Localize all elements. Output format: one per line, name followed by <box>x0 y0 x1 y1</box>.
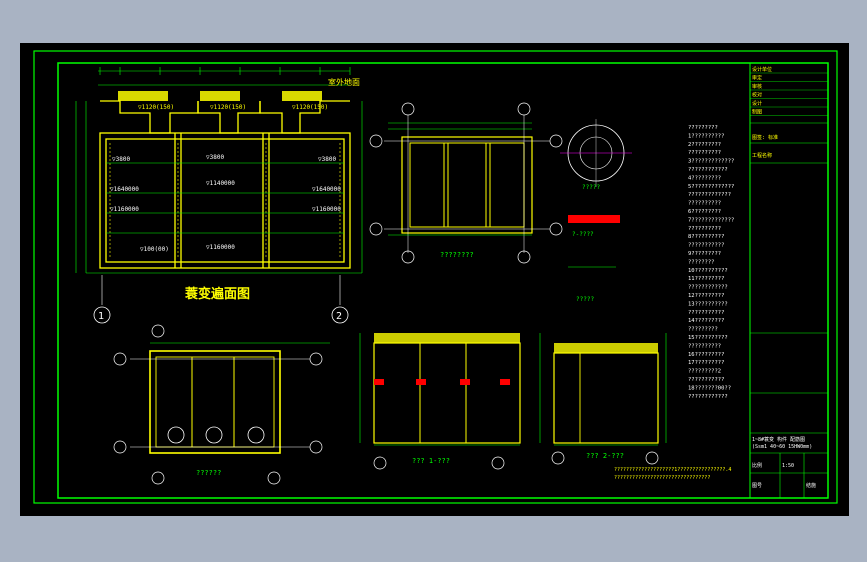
axis-label-1: 1 <box>98 311 104 322</box>
manhole-title: ????? <box>582 184 600 191</box>
drawing-sub: (Ssm1 40~60 15HW0mm) <box>752 444 812 450</box>
note-line: 13?????????? <box>688 301 728 307</box>
title-block-row: 设计 <box>752 100 762 107</box>
bottom-note-1: ????????????????????1????????????????.4 <box>614 467 731 473</box>
level-label: ▽1640000 <box>110 186 139 193</box>
detail2-title: ????? <box>576 296 594 303</box>
title-block-row: 设计单位 <box>752 66 772 73</box>
note-line: ?????????? <box>688 343 721 349</box>
note-line: ??????????? <box>688 377 724 383</box>
note-line: ?????????? <box>688 201 721 207</box>
note-line: 5????????????? <box>688 184 734 190</box>
note-line: ???????? <box>688 259 715 265</box>
level-label: ▽100(00) <box>140 246 169 253</box>
bottom-note-2: ???????????????????????????????? <box>614 475 710 481</box>
level-label: ▽1120(150) <box>138 104 174 111</box>
note-line: ????????? <box>688 125 718 131</box>
main-section-title: 蓑变遍面图 <box>184 286 250 302</box>
title-block-row: 制图 <box>752 109 762 116</box>
note-line: ????????????? <box>688 192 731 198</box>
drawing-name: 1~8#蓑变 构件 配筋图 <box>752 436 805 443</box>
note-line: 8?????????? <box>688 234 724 240</box>
level-label: ▽1140000 <box>206 180 235 187</box>
scale-label: 比例 <box>752 462 762 469</box>
section-1-view: ??? 1-??? <box>359 333 521 470</box>
outer-frame <box>33 50 838 504</box>
stamp-text: 图签: 标准 <box>752 134 778 141</box>
note-line: 1?????????? <box>688 133 724 139</box>
note-line: 2????????? <box>688 142 721 148</box>
notes-block: ????????? 1?????????? 2???????????????????… <box>688 125 734 400</box>
level-label: ▽1160000 <box>312 206 341 213</box>
project-name: 工程名称 <box>752 152 772 159</box>
note-line: 16????????? <box>688 352 724 358</box>
note-line: 15?????????? <box>688 335 728 341</box>
sheet-value: 结施 <box>806 482 816 489</box>
section-2-view: ??? 2-??? <box>539 333 667 465</box>
section2-title: ??? 2-??? <box>586 452 624 460</box>
plan-view-top: ???????? <box>369 102 563 264</box>
note-line: ?????????2 <box>688 369 721 375</box>
note-line: 12????????? <box>688 293 724 299</box>
note-line: 3????????????? <box>688 159 734 165</box>
section1-title: ??? 1-??? <box>412 457 450 465</box>
level-label: ▽1160000 <box>206 244 235 251</box>
note-line: 6????????? <box>688 209 721 215</box>
level-label: ▽3800 <box>318 156 336 163</box>
note-line: 18???????00?? <box>688 385 731 391</box>
level-label: ▽1120(150) <box>210 104 246 111</box>
drawing-svg: ▽1120(150) ▽1120(150) ▽1120(150) 室外地面 <box>33 50 838 504</box>
level-label: ▽3800 <box>112 156 130 163</box>
axis-label-2: 2 <box>336 311 342 322</box>
note-line: ???????????? <box>688 394 728 400</box>
scale-value: 1:50 <box>782 463 794 469</box>
note-line: ??????????? <box>688 243 724 249</box>
plan-title: ?????? <box>196 469 221 477</box>
title-block-row: 审定 <box>752 75 762 82</box>
level-label: ▽3800 <box>206 154 224 161</box>
note-line: ?????????? <box>688 226 721 232</box>
title-block-row: 校对 <box>752 92 762 99</box>
title-block-row: 审核 <box>752 83 762 90</box>
note-line: 14????????? <box>688 318 724 324</box>
sheet-label: 图号 <box>752 483 762 489</box>
note-line: 10?????????? <box>688 268 728 274</box>
level-label: ▽1640000 <box>312 186 341 193</box>
note-line: ???????????? <box>688 167 728 173</box>
note-line: 11????????? <box>688 276 724 282</box>
detail-title: ?-???? <box>572 231 594 238</box>
note-line: ??????????? <box>688 310 724 316</box>
note-line: ????????? <box>688 327 718 333</box>
note-line: 17????????? <box>688 360 724 366</box>
plan-view-bottom: ?????? <box>113 324 330 485</box>
note-line: 7????????????? <box>688 217 734 223</box>
outdoor-ground-label: 室外地面 <box>328 77 360 87</box>
note-line: ?????????? <box>688 150 721 156</box>
note-line: 9????????? <box>688 251 721 257</box>
main-section-view: ▽1120(150) ▽1120(150) ▽1120(150) 室外地面 <box>75 67 363 324</box>
cad-drawing-canvas[interactable]: ▽1120(150) ▽1120(150) ▽1120(150) 室外地面 <box>20 43 849 516</box>
level-label: ▽1160000 <box>110 206 139 213</box>
level-label: ▽1120(150) <box>292 104 328 111</box>
manhole-detail: ????? ?-???? ????? <box>560 119 632 303</box>
plan2-title: ???????? <box>440 251 474 259</box>
note-line: 4????????? <box>688 175 721 181</box>
note-line: ???????????? <box>688 285 728 291</box>
